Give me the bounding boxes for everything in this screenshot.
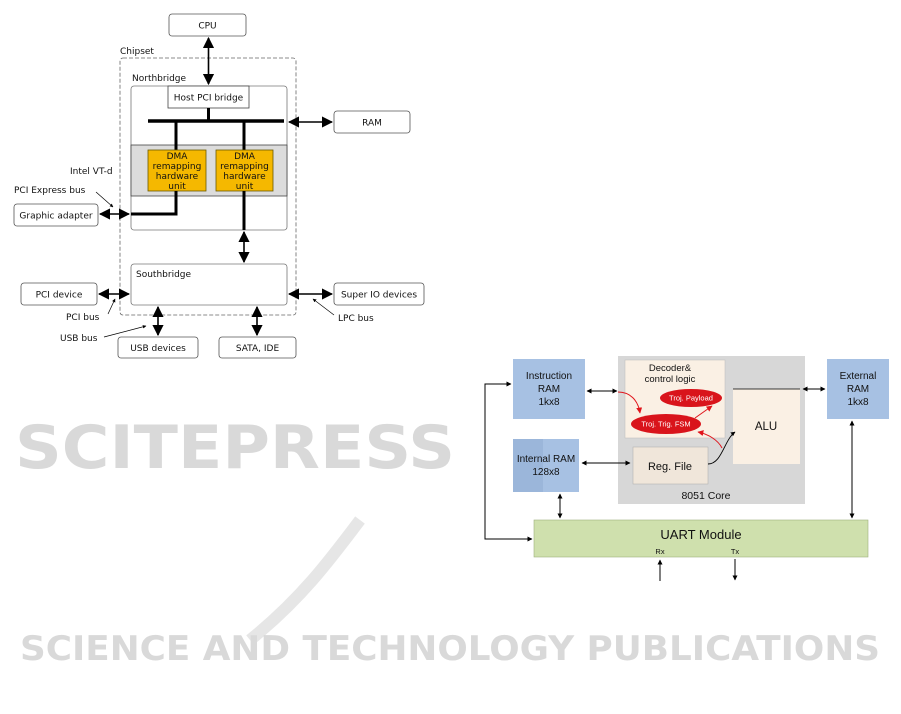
super-io-label: Super IO devices — [341, 291, 417, 301]
usb-devices-box — [117, 336, 199, 359]
lpc-bus-pointer — [312, 298, 335, 316]
uart-module-label: UART Module — [660, 527, 741, 542]
external-ram-line1: External — [840, 371, 877, 382]
ram-box — [333, 110, 411, 134]
dma-unit-2-line3: hardware — [223, 172, 266, 182]
sata-ide-label: SATA, IDE — [236, 344, 280, 354]
pci-bus-pointer — [107, 298, 116, 315]
dma-unit-2-line4: unit — [236, 182, 254, 192]
troj-reg-fsm-arrow — [697, 430, 723, 449]
troj-fsm-payload-arrow — [694, 405, 713, 419]
usb-bus-pointer — [103, 325, 147, 338]
external-ram-line3: 1kx8 — [847, 397, 869, 408]
graphic-adapter-label: Graphic adapter — [19, 212, 92, 222]
uart-instruction-loop — [484, 381, 533, 542]
troj-instr-arrow — [617, 391, 643, 414]
decoder-line2: control logic — [645, 374, 696, 385]
graphic-adapter-box — [13, 203, 99, 227]
uart-tx-label: Tx — [731, 547, 740, 556]
dma-unit-2-line2: remapping — [220, 162, 269, 172]
cpu-box — [168, 13, 247, 37]
chipset-diagram: CPU Chipset Northbridge Host PCI bridge … — [13, 13, 425, 359]
uart-rx-label: Rx — [655, 547, 664, 556]
watermark-sub: SCIENCE AND TECHNOLOGY PUBLICATIONS — [20, 629, 880, 669]
reg-file-box — [632, 446, 709, 485]
dma-unit-1-line1: DMA — [167, 152, 189, 162]
alu-label: ALU — [755, 421, 777, 433]
usb-bus-label: USB bus — [60, 334, 98, 344]
ram-label: RAM — [362, 119, 382, 129]
core-diagram: 8051 Core Decoder& control logic ALU Reg… — [484, 356, 889, 581]
cpu-label: CPU — [198, 22, 216, 32]
southbridge-label: Southbridge — [136, 270, 191, 280]
pci-express-pointer — [95, 191, 114, 208]
pci-device-box — [20, 282, 98, 306]
pci-express-bus-label: PCI Express bus — [14, 186, 86, 196]
pci-bus-label: PCI bus — [66, 313, 100, 323]
northbridge-label: Northbridge — [132, 74, 187, 84]
intel-vtd-label: Intel VT-d — [70, 167, 113, 177]
troj-fsm-label: Troj. Trig. FSM — [641, 420, 690, 429]
internal-ram-shade — [513, 439, 543, 492]
internal-ram-line2: 128x8 — [532, 467, 560, 478]
chipset-label: Chipset — [120, 47, 154, 57]
troj-fsm — [631, 414, 701, 434]
reg-alu-arrow — [707, 431, 736, 465]
dma1-graphics-link — [131, 191, 178, 216]
watermark-swoosh — [246, 516, 365, 645]
dma-unit-2-line1: DMA — [234, 152, 256, 162]
dma-unit-1-line3: hardware — [156, 172, 199, 182]
troj-payload — [660, 389, 722, 407]
decoder-line1: Decoder& — [649, 363, 692, 374]
watermark-main: SCITEPRESS — [15, 413, 455, 483]
sata-ide-box — [218, 336, 297, 359]
southbridge-box — [130, 263, 288, 306]
dma-unit-1-line4: unit — [168, 182, 186, 192]
pci-device-label: PCI device — [36, 291, 83, 301]
host-pci-bridge-label: Host PCI bridge — [174, 94, 244, 104]
lpc-bus-label: LPC bus — [338, 314, 374, 324]
dma-unit-1-line2: remapping — [153, 162, 202, 172]
external-ram-box — [827, 359, 889, 419]
instruction-ram-line1: Instruction — [526, 371, 572, 382]
instruction-ram-line2: RAM — [538, 384, 560, 395]
watermark: SCITEPRESS SCIENCE AND TECHNOLOGY PUBLIC… — [15, 413, 880, 669]
dma-unit-1 — [147, 149, 207, 192]
usb-devices-label: USB devices — [130, 344, 186, 354]
super-io-box — [333, 282, 425, 306]
internal-ram-line1: Internal RAM — [517, 454, 575, 465]
troj-payload-label: Troj. Payload — [669, 394, 713, 403]
core-8051-label: 8051 Core — [681, 490, 730, 502]
reg-file-label: Reg. File — [648, 461, 692, 473]
external-ram-line2: RAM — [847, 384, 869, 395]
uart-module-box — [533, 519, 869, 558]
alu-box — [733, 389, 800, 464]
instruction-ram-line3: 1kx8 — [538, 397, 560, 408]
